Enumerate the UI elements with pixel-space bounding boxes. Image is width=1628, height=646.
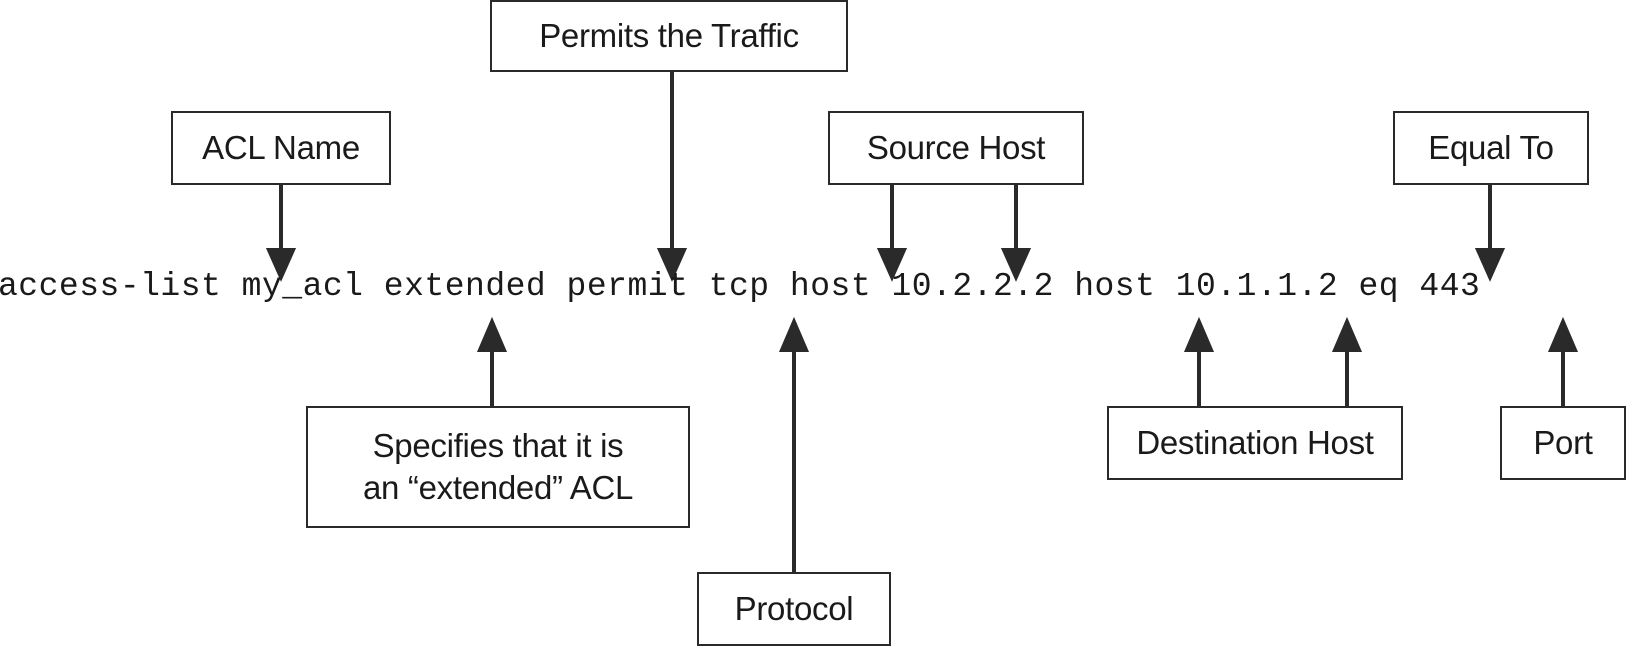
token-destination-host-keyword: host <box>1074 268 1156 305</box>
token-source-host-keyword: host <box>789 268 872 305</box>
token-port: 443 <box>1419 268 1481 305</box>
token-extended: extended <box>383 268 547 305</box>
arrow-destination-host-right <box>1331 316 1363 408</box>
token-source-ip: 10.2.2.2 <box>891 268 1054 305</box>
arrow-source-host-right <box>1000 185 1032 282</box>
token-protocol: tcp <box>708 268 770 305</box>
arrow-destination-host-left <box>1183 316 1215 408</box>
token-destination-ip: 10.1.1.2 <box>1175 268 1339 305</box>
label-extended-acl: Specifies that it is an “extended” ACL <box>306 406 690 528</box>
label-protocol: Protocol <box>697 572 891 646</box>
arrow-protocol <box>778 316 810 574</box>
arrow-permits-traffic <box>656 70 688 282</box>
label-port: Port <box>1500 406 1626 480</box>
label-permits-traffic: Permits the Traffic <box>490 0 848 72</box>
token-operator: eq <box>1358 268 1400 305</box>
arrow-acl-name <box>265 185 297 282</box>
label-source-host: Source Host <box>828 111 1084 185</box>
arrow-extended <box>476 316 508 408</box>
token-access-list: access-list <box>0 268 222 305</box>
label-destination-host: Destination Host <box>1107 406 1403 480</box>
arrow-port <box>1547 316 1579 408</box>
token-acl-name: my_acl <box>241 268 364 305</box>
label-equal-to: Equal To <box>1393 111 1589 185</box>
acl-command-line: access-list my_acl extended permit tcp h… <box>0 267 1480 307</box>
arrow-source-host-left <box>876 185 908 282</box>
arrow-equal-to <box>1474 185 1506 282</box>
token-permit: permit <box>566 268 689 305</box>
label-acl-name: ACL Name <box>171 111 391 185</box>
